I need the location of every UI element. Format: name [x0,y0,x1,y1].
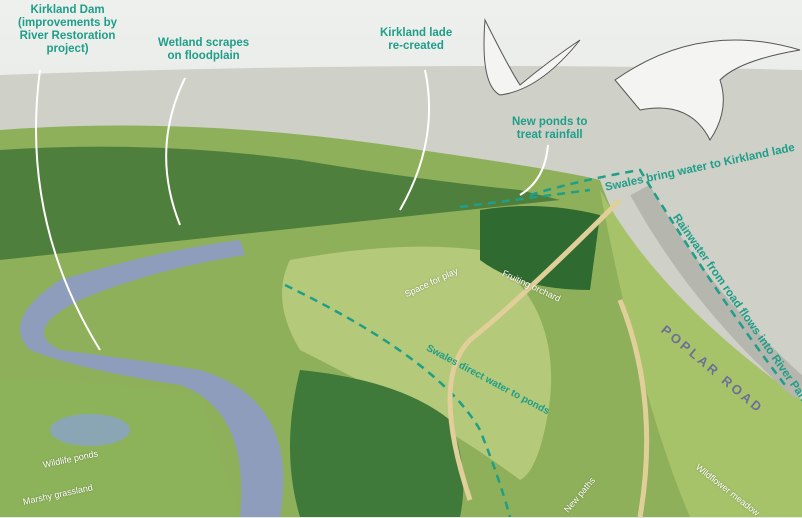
path [447,198,622,501]
callout-kirkland-lade: Kirkland lade re-created [380,27,453,52]
path-2 [617,299,650,517]
meadow [600,190,802,517]
orchard [480,206,600,290]
wildlife-pond [50,414,130,446]
callout-wetland-scrapes: Wetland scrapes on floodplain [158,37,250,62]
poplar-road [630,184,802,399]
callout-new-ponds: New ponds to treat rainfall [512,116,588,141]
swale-line [529,168,786,386]
play-field [282,246,552,480]
river [20,240,284,517]
callout-arrows [35,69,549,351]
seagull-icon [483,18,801,141]
callout-kirkland-dam: Kirkland Dam (improvements by River Rest… [18,4,118,55]
marsh [0,380,240,517]
swale-line-2 [459,188,591,209]
woodland [290,370,464,517]
tree-belt [0,146,560,260]
swale-line-3 [284,283,512,517]
